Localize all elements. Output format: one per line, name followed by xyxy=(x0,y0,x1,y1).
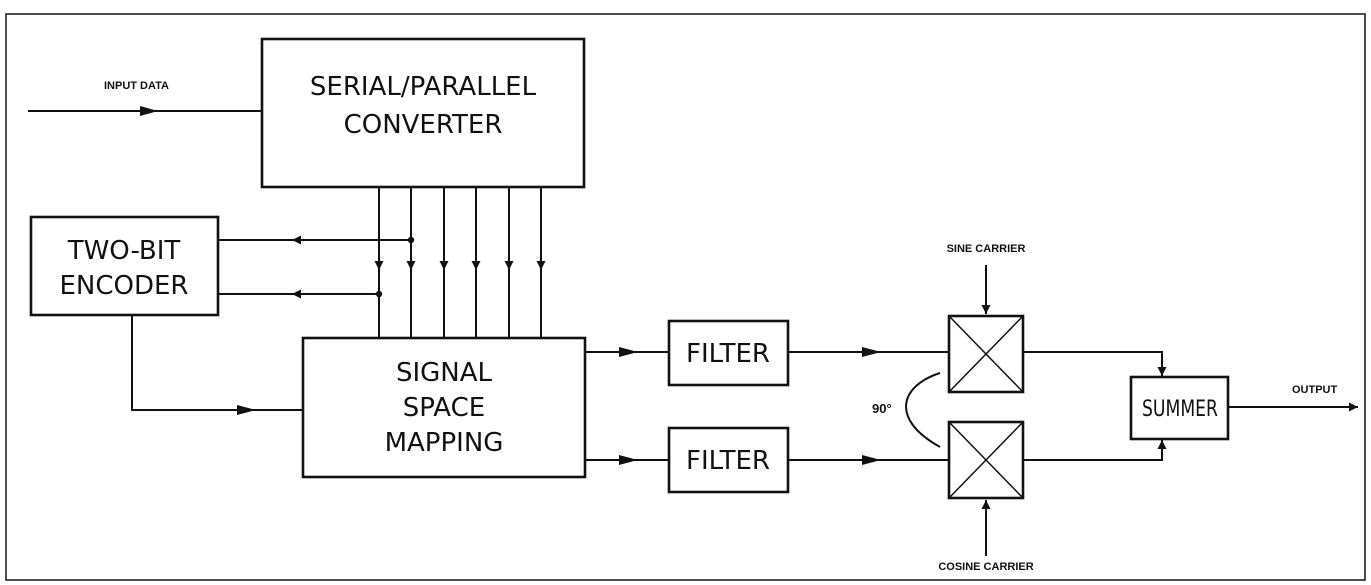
mapping-label-line2: SPACE xyxy=(403,393,485,423)
phase-arc xyxy=(905,372,941,448)
two-bit-encoder-block xyxy=(29,215,220,317)
junction-dot-bottom xyxy=(375,290,383,298)
phase-label: 90° xyxy=(872,401,892,416)
diagram-frame xyxy=(5,13,1366,581)
multiplier-top-cross-b xyxy=(948,315,1024,393)
filter-top-to-multiplier-arrowhead xyxy=(862,347,881,357)
multiplier-bottom-to-summer xyxy=(1023,440,1167,461)
multiplier-top-to-summer xyxy=(1023,351,1167,376)
encoder-label-line1: TWO-BIT xyxy=(67,236,181,266)
mapping-to-filter-bottom-arrowhead xyxy=(619,455,638,465)
filter-bottom-label: FILTER xyxy=(686,446,770,476)
cosine-carrier-label: COSINE CARRIER xyxy=(938,561,1033,573)
junction-dot-top xyxy=(407,236,415,244)
multiplier-bottom-cross-b xyxy=(948,421,1024,499)
input-data-label: INPUT DATA xyxy=(104,80,169,92)
encoder-to-mapping-line xyxy=(131,315,303,411)
summer-label: SUMMER xyxy=(1142,397,1218,422)
serial-parallel-converter-block xyxy=(260,37,586,189)
serial-parallel-label-line2: CONVERTER xyxy=(344,110,503,140)
multiplier-top-block xyxy=(947,314,1025,394)
encoder-label-line2: ENCODER xyxy=(59,271,188,301)
mapping-label-line1: SIGNAL xyxy=(396,358,493,388)
serial-parallel-label-line1: SERIAL/PARALLEL xyxy=(310,72,537,102)
sine-carrier-label: SINE CARRIER xyxy=(947,243,1026,255)
signal-space-mapping-block xyxy=(301,336,587,479)
encoder-to-mapping-arrowhead xyxy=(237,405,256,415)
mapping-to-filter-top-arrowhead xyxy=(619,347,638,357)
input-arrowhead xyxy=(140,106,158,116)
parallel-bus xyxy=(374,187,546,338)
output-label: OUTPUT xyxy=(1292,384,1338,396)
filter-bottom-to-multiplier-arrowhead xyxy=(862,455,881,465)
mapping-label-line3: MAPPING xyxy=(385,428,504,458)
filter-top-label: FILTER xyxy=(686,339,770,369)
